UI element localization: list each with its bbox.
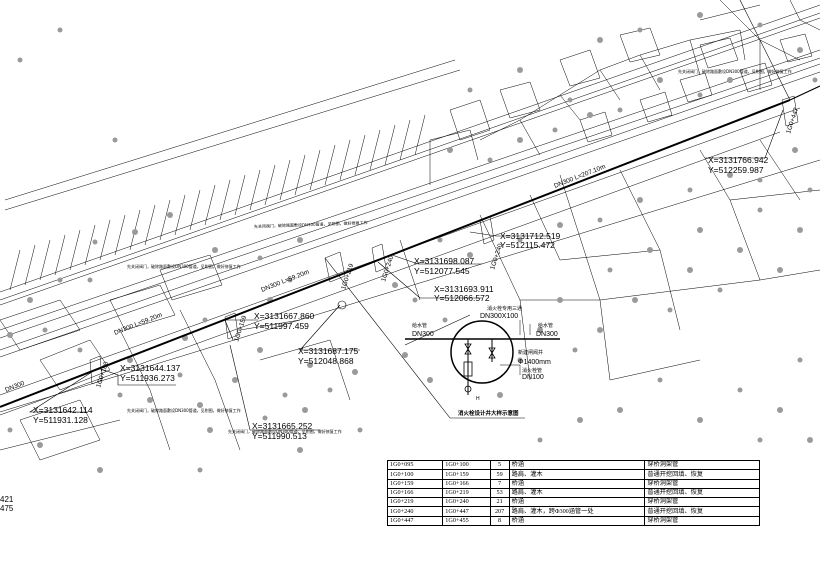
leader-lines (28, 109, 784, 431)
edge-text: 421 (0, 495, 14, 504)
vegetation-symbols (7, 12, 818, 473)
chainage-label: 1G0+100 (95, 360, 110, 388)
note: 先关闭阀门，破除路面敷设DN300管道，见附图，做好修复工作 (127, 407, 241, 413)
coord-y: Y=511931.128 (33, 415, 88, 425)
chainage-label: 1G0+219 (340, 262, 355, 290)
coord-x: X=3131693.911 (434, 284, 494, 294)
detail-title: 消火栓设计井大样示意图 (458, 409, 519, 417)
detail-left-pipe-note: 给水管 (412, 322, 427, 329)
coord-x: X=3131644.137 (120, 363, 181, 373)
coord-x: X=3131687.175 (298, 346, 359, 356)
detail-branch: DN100 (522, 374, 544, 381)
detail-right-pipe: DN300 (536, 331, 558, 338)
coord-y: Y=511936.273 (120, 373, 175, 383)
note: 先关闭阀门，破除路面敷设DN300管道，见附图，做好修复工作 (678, 68, 792, 74)
coord-y: Y=512115.472 (500, 240, 555, 250)
construction-notes: 先关闭阀门，破除路面敷设DN300管道，见附图，做好修复工作 先关闭阀门，破除路… (127, 68, 792, 434)
detail-well: Φ1400mm (518, 359, 551, 366)
pipe-label: DN300 (4, 380, 26, 394)
detail-tee-note: 消火栓专用三通 (487, 305, 522, 312)
pipe-label: DN300 L=207.10m (553, 163, 607, 190)
chainage-label: 1G0+447 (785, 106, 800, 134)
coord-x: X=3131665.252 (252, 421, 313, 431)
hydrant-well-detail: DN300 给水管 DN300 给水管 DN300X100 消火栓专用三通 Φ1… (405, 305, 560, 417)
coord-y: Y=512077.545 (414, 266, 470, 276)
coord-y: Y=511990.513 (252, 431, 307, 441)
coord-x: X=3131667.860 (254, 311, 315, 321)
detail-right-pipe-note: 给水管 (538, 322, 553, 329)
dn300-pipeline[interactable] (0, 0, 820, 408)
coord-y: Y=512259.987 (708, 165, 764, 175)
coordinate-labels: X=3131642.114 Y=511931.128 X=3131644.137… (33, 155, 769, 441)
coord-y: Y=511997.459 (254, 321, 309, 331)
detail-well-note: 新建闸阀井 (518, 349, 543, 356)
note: 先关闭阀门，破除路面敷设DN300管道，见附图，做好修复工作 (254, 219, 368, 229)
chainage-label: 1G0+159 (233, 314, 248, 342)
svg-text:H: H (476, 396, 480, 402)
detail-branch-note: 消火栓管 (522, 367, 542, 374)
coord-y: Y=512066.572 (434, 293, 490, 303)
detail-left-pipe: DN300 (412, 331, 434, 338)
detail-tee: DN300X100 (480, 313, 518, 320)
coord-x: X=3131712.519 (500, 231, 561, 241)
coord-x: X=3131642.114 (33, 405, 93, 415)
coord-y: Y=512048.868 (298, 356, 354, 366)
coord-x: X=3131766.942 (708, 155, 769, 165)
note: 先关闭阀门，破除路面敷设DN300管道，见附图，做好修复工作 (127, 263, 241, 269)
edge-text: 475 (0, 504, 14, 513)
note: 先关闭阀门，破除路面敷设DN300管道，见附图，做好修复工作 (228, 428, 342, 434)
pipe-label: DN300 L=59.20m (113, 312, 163, 337)
coord-x: X=3131698.087 (414, 256, 475, 266)
